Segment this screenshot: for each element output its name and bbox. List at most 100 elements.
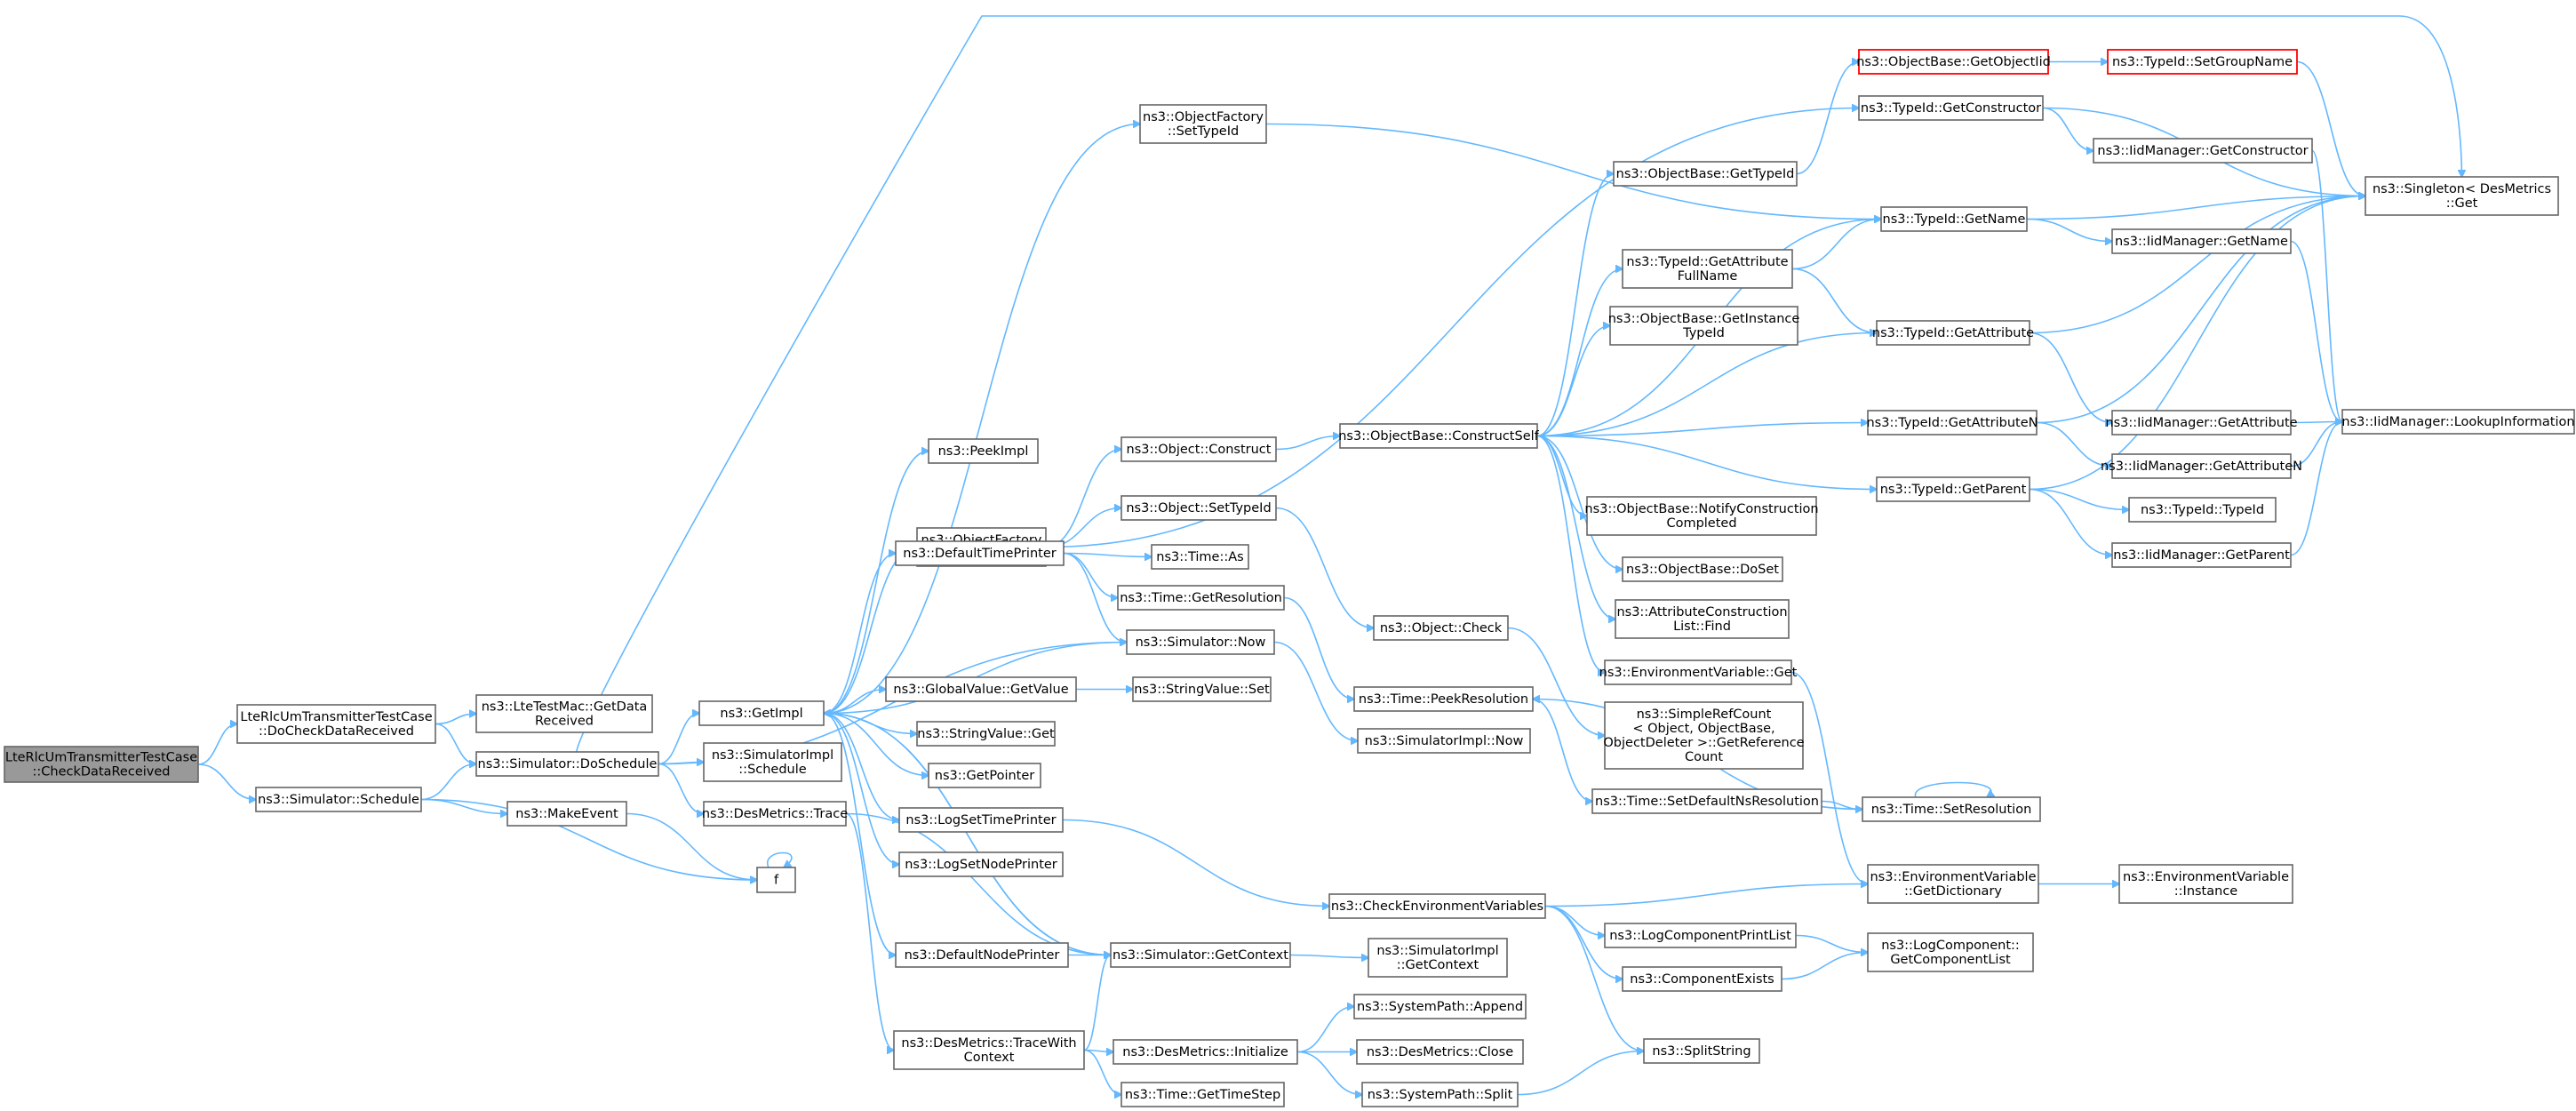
node-componentexists[interactable]: ns3::ComponentExists bbox=[1622, 966, 1782, 992]
node-envvarinstance[interactable]: ns3::EnvironmentVariable::Instance bbox=[2118, 864, 2293, 904]
node-iidgetattributen[interactable]: ns3::IidManager::GetAttributeN bbox=[2101, 453, 2302, 479]
node-box[interactable] bbox=[236, 704, 436, 744]
node-iidgetparent[interactable]: ns3::IidManager::GetParent bbox=[2111, 542, 2292, 568]
node-box[interactable] bbox=[928, 763, 1041, 788]
node-getimpl[interactable]: ns3::GetImpl bbox=[698, 700, 825, 726]
node-box[interactable] bbox=[1867, 864, 2039, 904]
node-checkenvvars[interactable]: ns3::CheckEnvironmentVariables bbox=[1328, 893, 1546, 919]
node-box[interactable] bbox=[1876, 476, 2030, 502]
node-box[interactable] bbox=[703, 801, 847, 827]
node-box[interactable] bbox=[1113, 1039, 1298, 1065]
node-box[interactable] bbox=[1132, 676, 1272, 702]
node-makeevent[interactable]: ns3::MakeEvent bbox=[506, 801, 627, 827]
node-box[interactable] bbox=[1357, 728, 1531, 754]
node-box[interactable] bbox=[1117, 585, 1285, 611]
node-iidgetconstructor[interactable]: ns3::IidManager::GetConstructor bbox=[2093, 138, 2313, 164]
node-obdoset[interactable]: ns3::ObjectBase::DoSet bbox=[1622, 556, 1783, 582]
node-box[interactable] bbox=[1643, 1038, 1760, 1064]
node-box[interactable] bbox=[475, 751, 659, 777]
node-syssplit[interactable]: ns3::SystemPath::Split bbox=[1361, 1082, 1519, 1107]
node-box[interactable] bbox=[1353, 686, 1534, 712]
node-box[interactable] bbox=[1613, 161, 1798, 187]
node-iidgetattribute[interactable]: ns3::IidManager::GetAttribute bbox=[2105, 410, 2298, 436]
node-root[interactable]: LteRlcUmTransmitterTestCase::CheckDataRe… bbox=[4, 746, 199, 783]
node-box[interactable] bbox=[1615, 599, 1790, 639]
node-f[interactable]: f bbox=[756, 867, 796, 893]
node-box[interactable] bbox=[1876, 320, 2030, 346]
node-iidlookup[interactable]: ns3::IidManager::LookupInformation bbox=[2341, 409, 2575, 435]
node-tidgetattributen[interactable]: ns3::TypeId::GetAttributeN bbox=[1866, 410, 2038, 436]
node-logsettimeprinter[interactable]: ns3::LogSetTimePrinter bbox=[898, 807, 1064, 833]
node-box[interactable] bbox=[2341, 409, 2575, 435]
node-box[interactable] bbox=[1328, 893, 1546, 919]
node-tidtypeid[interactable]: ns3::TypeId::TypeId bbox=[2128, 497, 2277, 523]
node-box[interactable] bbox=[1862, 796, 2041, 822]
node-logsetnodeprinter[interactable]: ns3::LogSetNodePrinter bbox=[898, 851, 1064, 877]
node-objsettypeid[interactable]: ns3::Object::SetTypeId bbox=[1121, 495, 1277, 521]
node-box[interactable] bbox=[898, 851, 1064, 877]
node-box[interactable] bbox=[2111, 228, 2292, 254]
node-box[interactable] bbox=[1353, 994, 1527, 1019]
node-box[interactable] bbox=[756, 867, 796, 893]
node-box[interactable] bbox=[2128, 497, 2277, 523]
node-box[interactable] bbox=[4, 746, 199, 783]
node-peekimpl[interactable]: ns3::PeekImpl bbox=[928, 438, 1039, 464]
node-box[interactable] bbox=[895, 942, 1069, 968]
node-objcheck[interactable]: ns3::Object::Check bbox=[1373, 615, 1509, 641]
node-envvarget[interactable]: ns3::EnvironmentVariable::Get bbox=[1599, 659, 1798, 685]
node-box[interactable] bbox=[1368, 938, 1508, 978]
node-defnodeprinter[interactable]: ns3::DefaultNodePrinter bbox=[895, 942, 1069, 968]
node-obgettypeid[interactable]: ns3::ObjectBase::GetTypeId bbox=[1613, 161, 1798, 187]
node-logcompgetlist[interactable]: ns3::LogComponent::GetComponentList bbox=[1867, 932, 2034, 972]
node-box[interactable] bbox=[1591, 788, 1822, 814]
node-box[interactable] bbox=[2111, 410, 2292, 436]
node-deftimeprinter[interactable]: ns3::DefaultTimePrinter bbox=[895, 540, 1065, 566]
node-desmclose[interactable]: ns3::DesMetrics::Close bbox=[1356, 1039, 1524, 1065]
node-singletonget[interactable]: ns3::Singleton< DesMetrics::Get bbox=[2365, 176, 2559, 216]
node-simplerefcount[interactable]: ns3::SimpleRefCount< Object, ObjectBase,… bbox=[1603, 701, 1805, 770]
node-box[interactable] bbox=[1356, 1039, 1524, 1065]
node-box[interactable] bbox=[1121, 1082, 1285, 1107]
node-box[interactable] bbox=[885, 676, 1077, 702]
node-box[interactable] bbox=[1586, 496, 1817, 536]
node-box[interactable] bbox=[1361, 1082, 1519, 1107]
node-timeas[interactable]: ns3::Time::As bbox=[1151, 544, 1249, 570]
node-gvgetvalue[interactable]: ns3::GlobalValue::GetValue bbox=[885, 676, 1077, 702]
node-box[interactable] bbox=[1622, 249, 1793, 289]
node-box[interactable] bbox=[1126, 629, 1275, 655]
node-box[interactable] bbox=[1121, 436, 1277, 462]
node-box[interactable] bbox=[1609, 306, 1798, 346]
node-box[interactable] bbox=[2111, 542, 2292, 568]
node-box[interactable] bbox=[1622, 556, 1783, 582]
node-iidgetname[interactable]: ns3::IidManager::GetName bbox=[2111, 228, 2292, 254]
node-box[interactable] bbox=[1151, 544, 1249, 570]
node-obgetobjectiid[interactable]: ns3::ObjectBase::GetObjectIid bbox=[1856, 49, 2051, 75]
node-logcompprintlist[interactable]: ns3::LogComponentPrintList bbox=[1604, 923, 1797, 948]
node-box[interactable] bbox=[1604, 701, 1804, 770]
node-doschedule[interactable]: ns3::Simulator::DoSchedule bbox=[475, 751, 659, 777]
node-box[interactable] bbox=[698, 700, 825, 726]
node-simgetcontext[interactable]: ns3::Simulator::GetContext bbox=[1110, 942, 1291, 968]
node-box[interactable] bbox=[1622, 966, 1782, 992]
node-obconstructself[interactable]: ns3::ObjectBase::ConstructSelf bbox=[1338, 423, 1540, 449]
node-getpointer[interactable]: ns3::GetPointer bbox=[928, 763, 1041, 788]
node-tidgetattribute[interactable]: ns3::TypeId::GetAttribute bbox=[1872, 320, 2034, 346]
node-simimplgetctx[interactable]: ns3::SimulatorImpl::GetContext bbox=[1368, 938, 1508, 978]
node-envvargetdict[interactable]: ns3::EnvironmentVariable::GetDictionary bbox=[1867, 864, 2039, 904]
node-box[interactable] bbox=[893, 1030, 1085, 1070]
node-box[interactable] bbox=[1139, 104, 1267, 144]
node-box[interactable] bbox=[2365, 176, 2559, 216]
node-docheck[interactable]: LteRlcUmTransmitterTestCase::DoCheckData… bbox=[236, 704, 436, 744]
node-box[interactable] bbox=[506, 801, 627, 827]
node-box[interactable] bbox=[1604, 923, 1797, 948]
node-box[interactable] bbox=[895, 540, 1065, 566]
node-timesetdefns[interactable]: ns3::Time::SetDefaultNsResolution bbox=[1591, 788, 1822, 814]
node-simnow[interactable]: ns3::Simulator::Now bbox=[1126, 629, 1275, 655]
node-box[interactable] bbox=[928, 438, 1039, 464]
node-box[interactable] bbox=[2111, 453, 2292, 479]
